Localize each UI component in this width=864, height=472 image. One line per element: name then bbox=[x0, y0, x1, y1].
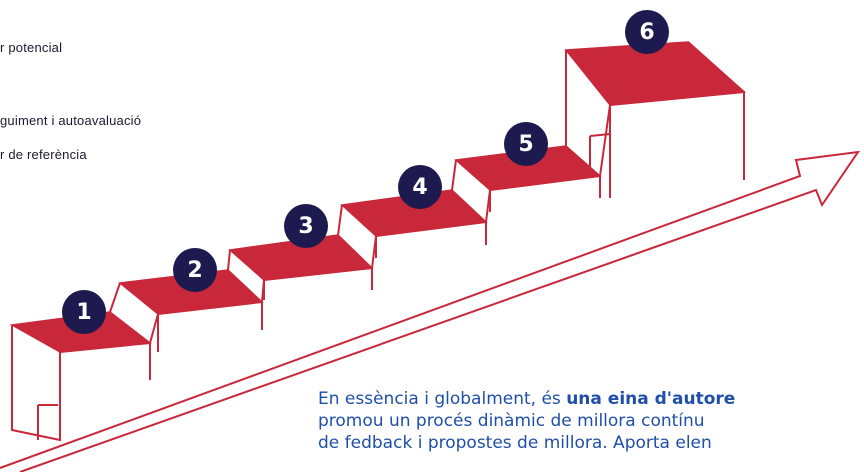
step-treads bbox=[9, 41, 746, 353]
step-risers bbox=[11, 41, 745, 442]
paragraph-line-2: promou un procés dinàmic de millora cont… bbox=[318, 411, 705, 431]
side-label-autoavaluacio: guiment i autoavaluació bbox=[0, 113, 142, 128]
step-badge-2: 2 bbox=[173, 248, 217, 292]
step-badge-5: 5 bbox=[504, 122, 548, 166]
step-badge-4: 4 bbox=[398, 165, 442, 209]
step-badge-3: 3 bbox=[284, 204, 328, 248]
step-badge-1: 1 bbox=[62, 290, 106, 334]
side-label-referencia: r de referència bbox=[0, 147, 87, 162]
side-label-potencial: r potencial bbox=[0, 40, 63, 55]
step-badge-6: 6 bbox=[625, 10, 669, 54]
paragraph-highlight: una eina d'autore bbox=[566, 389, 736, 409]
progress-arrow bbox=[0, 150, 861, 472]
paragraph-line-3: de fedback i propostes de millora. Aport… bbox=[318, 433, 712, 453]
description-paragraph: En essència i globalment, és una eina d'… bbox=[318, 388, 864, 454]
paragraph-line-1: En essència i globalment, és una eina d'… bbox=[318, 389, 736, 409]
